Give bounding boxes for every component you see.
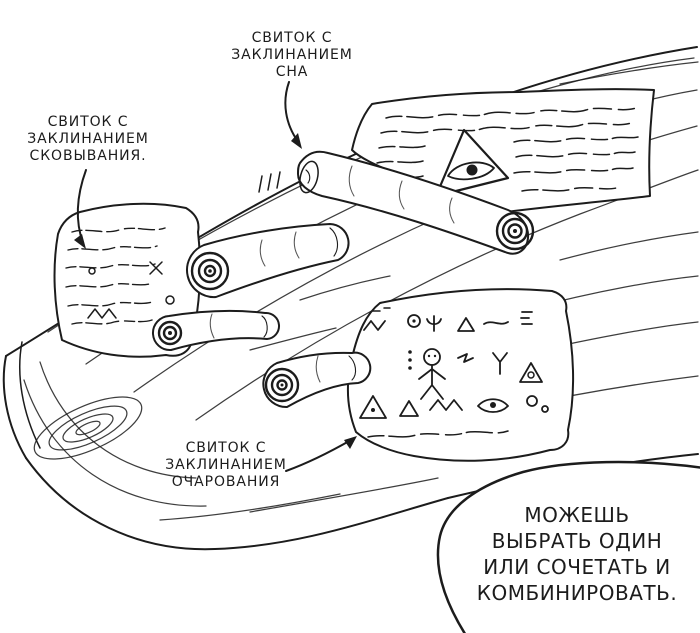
sleep-scroll-script-lines: [376, 107, 639, 192]
label-binding-scroll: СВИТОК С ЗАКЛИНАНИЕМ СКОВЫВАНИЯ.: [8, 114, 168, 165]
binding-scroll-script-lines: [65, 227, 175, 325]
eye-pupil: [466, 164, 478, 176]
charm-scroll-glyphs: [359, 307, 549, 438]
sleep-scroll-roll: [297, 150, 530, 255]
bird-glyph: [492, 352, 508, 375]
lower-roll-spiral-end: [157, 320, 183, 346]
lightning-glyph: [457, 353, 474, 363]
sleep-spell-scroll: [297, 88, 655, 255]
charm-label-arrow: [285, 439, 352, 472]
charm-spell-scroll: [262, 288, 575, 462]
label-line: ЗАКЛИНАНИЕМ: [27, 131, 149, 147]
psi-glyph: [426, 315, 442, 332]
stick-figure-glyph: [418, 348, 446, 400]
triangle-eye-glyph: [519, 362, 543, 383]
table-left-edge-inner: [19, 341, 41, 449]
zigzag-glyph: [87, 308, 117, 319]
speech-line: КОМБИНИРОВАТЬ.: [476, 581, 678, 605]
speech-line: ИЛИ СОЧЕТАТЬ И: [483, 555, 671, 579]
triangle-glyph: [457, 317, 475, 332]
charm-roll-spiral-end: [264, 367, 300, 403]
label-charm-scroll: СВИТОК С ЗАКЛИНАНИЕМ ОЧАРОВАНИЯ: [146, 440, 306, 491]
binding-scroll-lower-roll: [152, 309, 280, 352]
charm-scroll-sheet: [346, 288, 575, 462]
big-triangle-glyph: [359, 395, 387, 419]
sleep-label-arrow: [284, 81, 300, 144]
upper-roll-spiral-end: [190, 251, 230, 291]
speech-line: МОЖЕШЬ: [524, 503, 630, 527]
label-line: СВИТОК С: [47, 114, 129, 130]
label-sleep-scroll: СВИТОК С ЗАКЛИНАНИЕМ СНА: [212, 30, 372, 81]
label-line: СВИТОК С: [185, 440, 267, 456]
table-left-edge: [2, 355, 27, 459]
bars-glyph: [520, 311, 533, 325]
eye-in-triangle-icon: [434, 128, 510, 198]
table-scratch-marks: [258, 171, 281, 193]
table-front-edge: [25, 457, 449, 551]
roll-spiral-end: [495, 211, 535, 251]
charm-arrowhead: [344, 436, 357, 449]
eye-glyph: [477, 398, 509, 413]
roll-shading: [348, 165, 455, 224]
charm-scroll-roll: [262, 351, 372, 409]
binding-spell-scroll: [53, 202, 350, 358]
sleep-arrowhead: [291, 133, 302, 149]
label-line: ОЧАРОВАНИЯ: [171, 474, 281, 490]
label-line: СВИТОК С: [251, 30, 333, 46]
zigzag-glyph: [363, 320, 386, 331]
circle-glyph: [407, 314, 421, 328]
label-line: ЗАКЛИНАНИЕМ: [165, 457, 287, 473]
binding-arrowhead: [74, 234, 86, 249]
table-knot: [33, 396, 143, 460]
roll-open-end: [299, 160, 319, 194]
cross-glyph: [149, 261, 163, 275]
label-line: ЗАКЛИНАНИЕМ: [231, 47, 353, 63]
speech-bubble: [436, 460, 700, 633]
callout-arrows: [74, 81, 357, 472]
speech-bubble-text: МОЖЕШЬ ВЫБРАТЬ ОДИН ИЛИ СОЧЕТАТЬ И КОМБИ…: [460, 502, 694, 606]
label-line: СНА: [275, 64, 309, 80]
label-line: СКОВЫВАНИЯ.: [29, 148, 147, 164]
speech-line: ВЫБРАТЬ ОДИН: [491, 529, 663, 553]
